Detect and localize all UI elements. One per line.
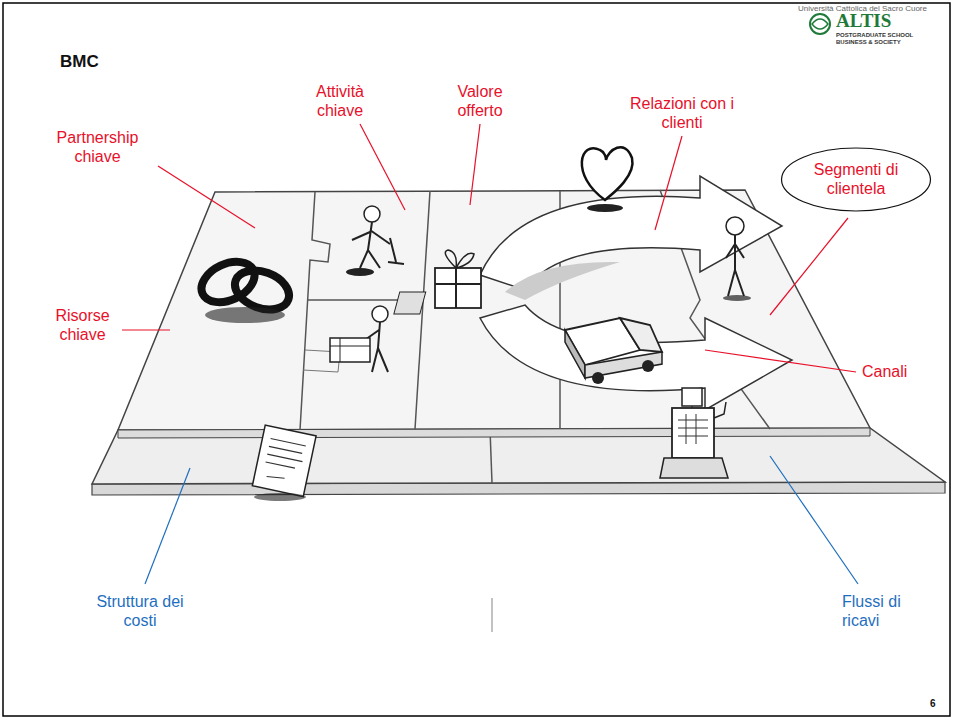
page-number: 6	[930, 698, 946, 710]
block-label: Attività chiave	[300, 82, 380, 120]
ellipse-node: Segmenti di clientela	[780, 146, 932, 213]
block-label: Flussi di ricavi	[842, 592, 922, 630]
ellipse-outline	[780, 146, 932, 213]
block-label: Risorse chiave	[45, 306, 120, 344]
logo-subtitle: POSTGRADUATE SCHOOL BUSINESS & SOCIETY	[836, 32, 926, 46]
block-label: Struttura dei costi	[95, 592, 185, 630]
block-label: Relazioni con i clienti	[622, 94, 742, 132]
logo-name: ALTIS	[836, 10, 946, 33]
node-text: Segmenti di clientela	[806, 160, 906, 198]
block-label: Canali	[862, 362, 932, 381]
block-label: Valore offerto	[440, 82, 520, 120]
slide-title: BMC	[60, 52, 99, 72]
block-label: Partnership chiave	[35, 128, 160, 166]
